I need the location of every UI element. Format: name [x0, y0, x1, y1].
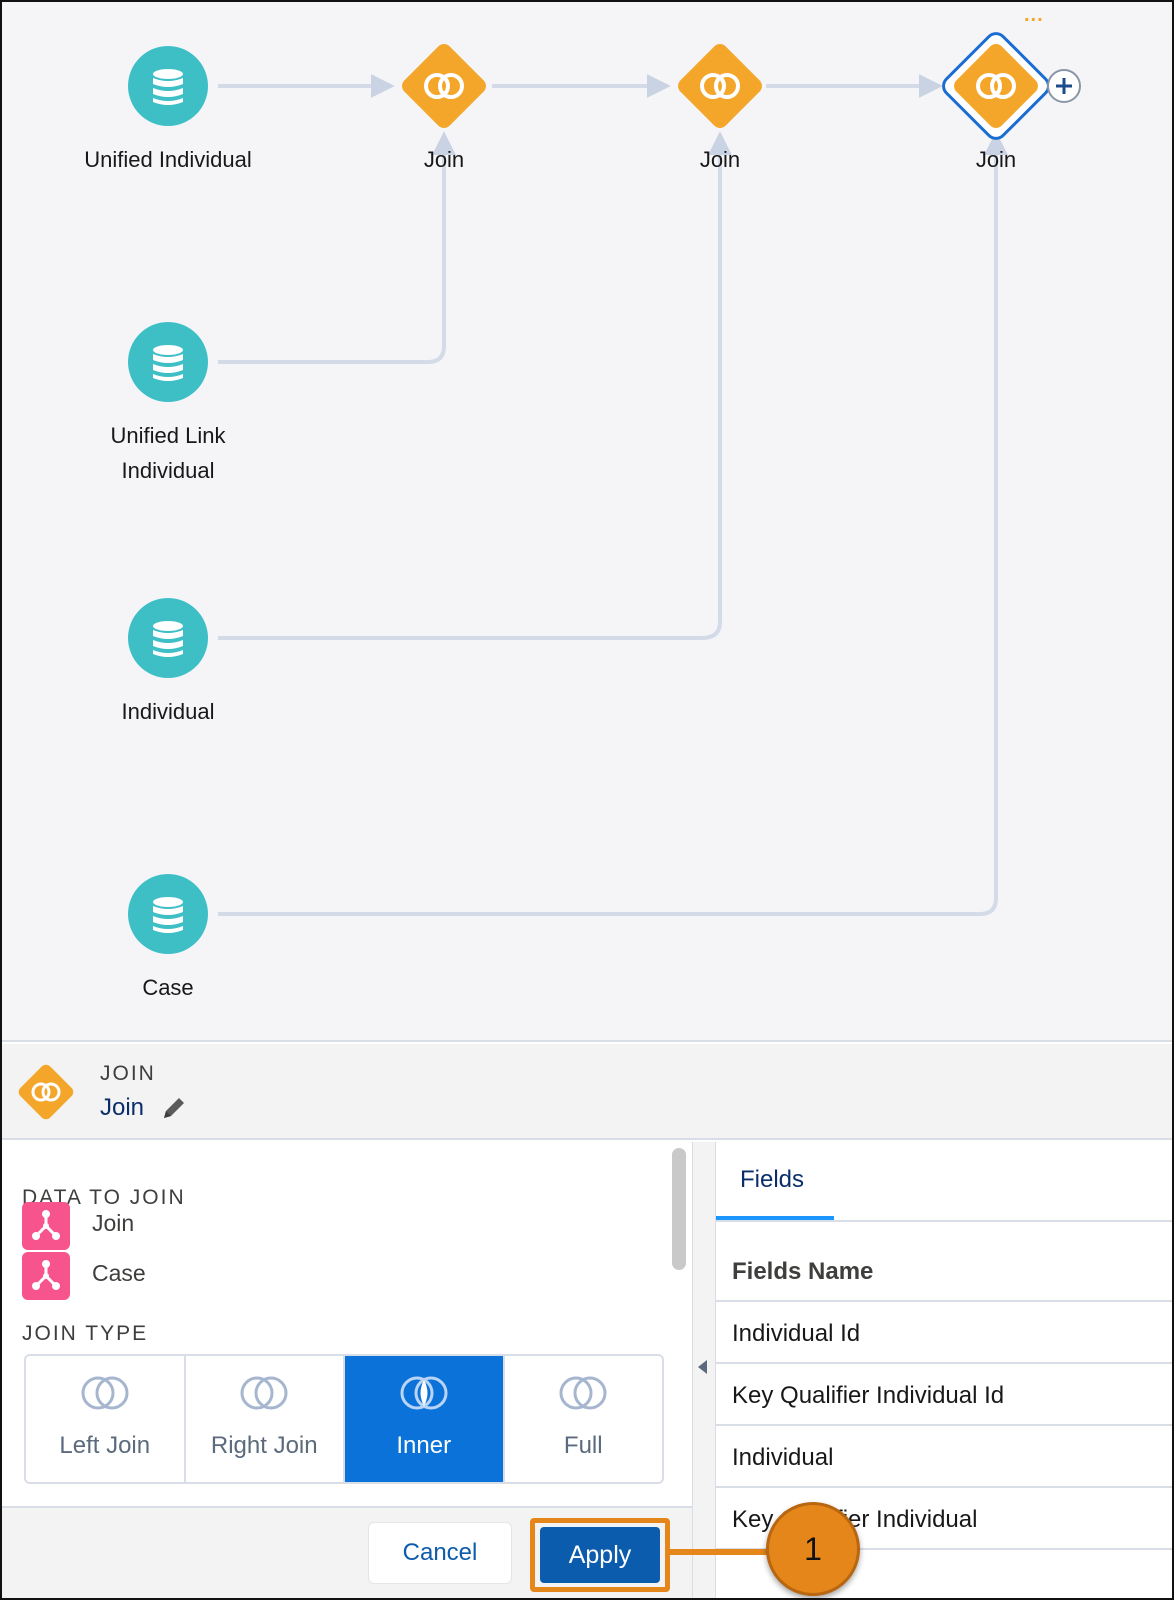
node-join-1	[402, 44, 486, 128]
node-join-2	[678, 44, 762, 128]
node-case-target[interactable]	[128, 874, 208, 954]
collapse-left-icon	[698, 1360, 707, 1374]
node-unified-link-individual-target[interactable]	[128, 322, 208, 402]
pencil-icon[interactable]	[160, 1094, 188, 1122]
node-join-1-target[interactable]	[400, 42, 488, 130]
node-join-3-selected	[942, 32, 1050, 140]
inner-join-icon	[400, 1376, 448, 1410]
node-join-3-target[interactable]	[946, 36, 1046, 136]
join-node-icon	[18, 1064, 74, 1120]
data-to-join-label: Case	[92, 1260, 146, 1286]
active-tab-indicator	[716, 1216, 834, 1221]
full-join-icon	[559, 1376, 607, 1410]
data-to-join-item: Case	[22, 1252, 422, 1300]
edge-case-to-join3	[218, 131, 1008, 916]
apply-highlight-box	[530, 1518, 670, 1592]
connector-lines	[218, 74, 1008, 916]
node-label-individual: Individual	[121, 699, 215, 724]
node-label-join-1: Join	[423, 147, 465, 172]
join-type-right-join[interactable]: Right Join	[185, 1356, 345, 1482]
data-source-badge	[22, 1202, 70, 1250]
node-title: Join	[100, 1094, 145, 1121]
callout-connector	[670, 1549, 770, 1555]
data-to-join-item: Join	[22, 1202, 422, 1250]
node-individual	[128, 598, 208, 678]
cancel-button[interactable]: Cancel	[368, 1522, 512, 1584]
step-callout-badge: 1	[766, 1502, 860, 1596]
tab-fields[interactable]: Fields	[716, 1142, 834, 1221]
flow-diagram	[128, 32, 1081, 954]
node-individual-target[interactable]	[128, 598, 208, 678]
join-type-title: JOIN TYPE	[22, 1322, 149, 1345]
left-join-icon	[81, 1376, 129, 1410]
more-options-icon[interactable]: ...	[1024, 4, 1044, 26]
node-label-join-3: Join	[975, 147, 1017, 172]
node-case	[128, 874, 208, 954]
fields-column-header: Fields Name	[716, 1242, 1172, 1302]
fields-column-header-label: Fields Name	[732, 1258, 874, 1285]
network-icon	[32, 1260, 60, 1290]
node-unified-link-individual	[128, 322, 208, 402]
flow-canvas[interactable]: ... Unified Individual Unified Link Indi…	[2, 2, 1172, 1042]
add-node-button	[1047, 69, 1081, 103]
join-type-left-join[interactable]: Left Join	[26, 1356, 186, 1482]
join-type-label: Left Join	[59, 1432, 151, 1459]
panel-collapse-handle[interactable]	[692, 1142, 716, 1598]
node-unified-individual	[128, 46, 208, 126]
config-scrollbar[interactable]	[672, 1148, 686, 1270]
apply-button[interactable]: Apply	[540, 1527, 660, 1583]
field-name: Individual	[732, 1444, 834, 1471]
table-row[interactable]: Individual Id	[716, 1304, 1172, 1364]
join-type-inner[interactable]: Inner	[345, 1356, 505, 1482]
join-type-label: Right Join	[210, 1432, 318, 1459]
table-row[interactable]: Key Qualifier Individual Id	[716, 1366, 1172, 1426]
field-name: Key Qualifier Individual Id	[732, 1382, 1005, 1409]
edge-individual-to-join2	[218, 131, 732, 640]
join-type-full[interactable]: Full	[504, 1356, 662, 1482]
network-icon	[32, 1210, 60, 1240]
tab-fields-label: Fields	[740, 1166, 805, 1193]
join-type-selector: Left Join Right Join Inner Full	[24, 1354, 664, 1484]
node-label-unified-individual: Unified Individual	[84, 147, 252, 172]
node-unified-individual-target[interactable]	[128, 46, 208, 126]
data-source-badge	[22, 1252, 70, 1300]
node-label-join-2: Join	[699, 147, 741, 172]
node-label-unified-link-individual: Unified Link Individual	[110, 423, 226, 483]
table-row[interactable]: Individual	[716, 1428, 1172, 1488]
right-join-icon	[240, 1376, 288, 1410]
tab-divider	[716, 1220, 1172, 1222]
data-to-join-label: Join	[92, 1210, 135, 1236]
node-join-2-target[interactable]	[676, 42, 764, 130]
fields-panel: Fields Fields Name Individual Id Key Qua…	[716, 1142, 1172, 1598]
node-type-label: JOIN	[100, 1062, 156, 1085]
node-panel-header: JOIN Join	[2, 1044, 1172, 1140]
join-type-label: Full	[563, 1432, 603, 1459]
node-label-case: Case	[142, 975, 194, 1000]
join-type-label: Inner	[396, 1432, 452, 1459]
edge-unified-link-to-join1	[218, 131, 456, 364]
field-name: Individual Id	[732, 1320, 861, 1347]
